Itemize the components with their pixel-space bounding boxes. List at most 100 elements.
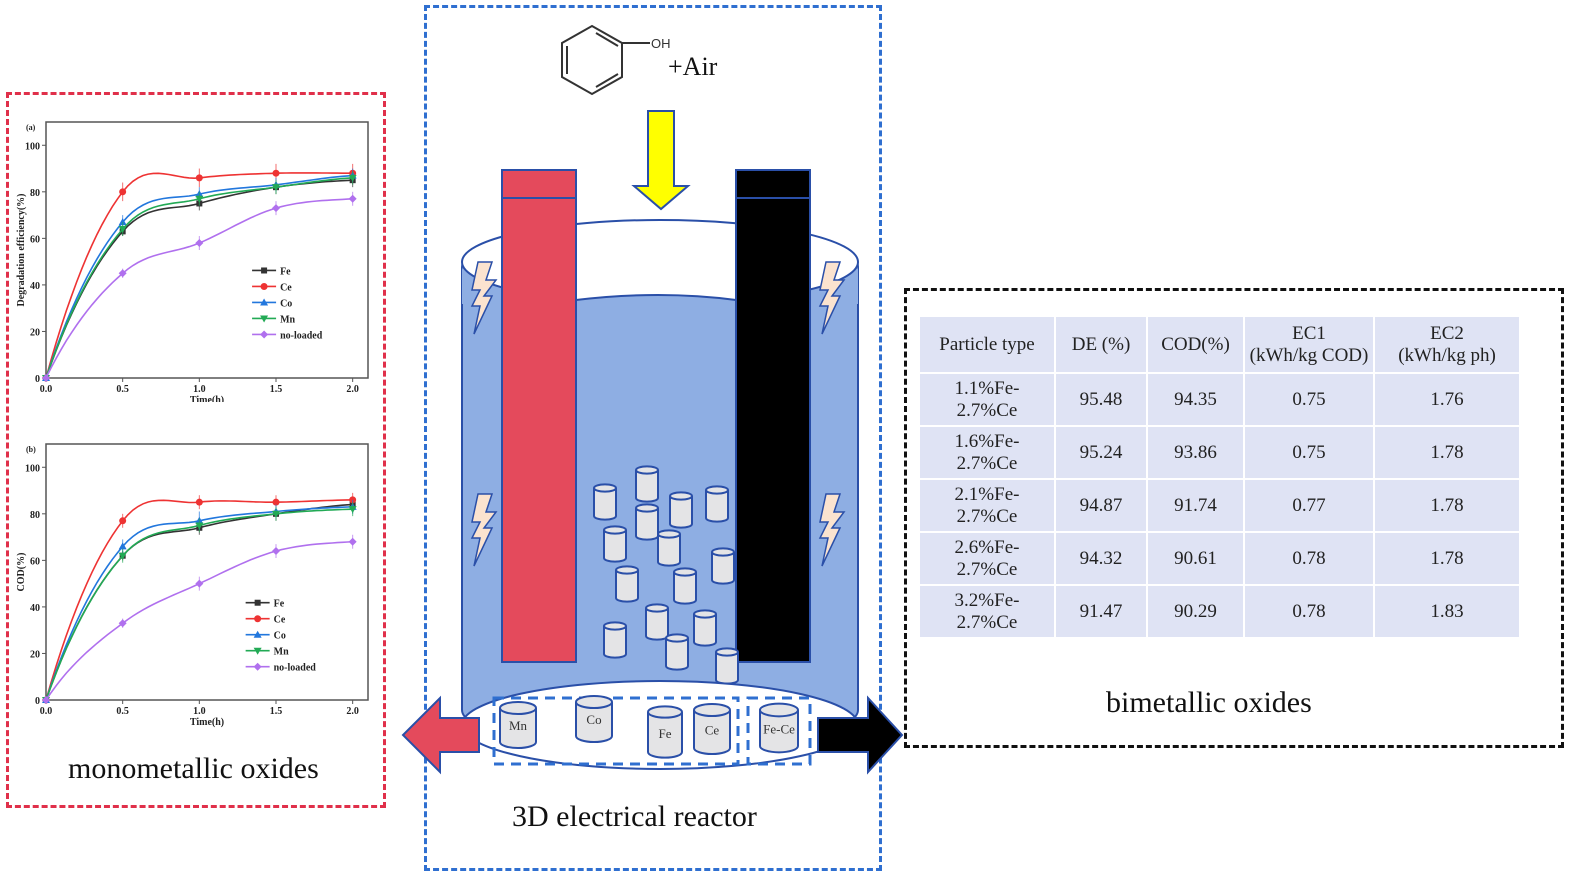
plot-frame <box>45 121 369 379</box>
legend-marker <box>260 330 269 339</box>
value-cell: 91.74 <box>1148 480 1243 531</box>
monometallic-group <box>492 696 740 766</box>
data-point-no-loaded <box>118 619 127 628</box>
legend-label: Mn <box>280 314 295 325</box>
particle-type-cell: 1.1%Fe-2.7%Ce <box>920 374 1054 425</box>
x-tick-label: 0.0 <box>40 384 53 395</box>
value-cell: 93.86 <box>1148 427 1243 478</box>
y-tick-label: 80 <box>30 188 40 199</box>
data-point-Mn <box>272 510 280 518</box>
legend-label: no-loaded <box>280 330 323 341</box>
particle-icon <box>673 567 697 605</box>
particle-icon <box>657 529 681 567</box>
legend-marker <box>260 298 269 306</box>
data-point-Ce <box>272 169 280 177</box>
y-axis-label: Degradation efficiency(%) <box>16 193 27 306</box>
particle-icon <box>669 491 693 529</box>
data-point-Mn <box>272 184 280 192</box>
header-text: DE (%) <box>1071 333 1131 355</box>
value-cell: 95.48 <box>1056 374 1146 425</box>
legend-label: Ce <box>274 615 286 626</box>
x-tick-label: 0.5 <box>116 384 128 395</box>
x-axis-label: Time(h) <box>190 717 224 728</box>
value-cell: 94.32 <box>1056 533 1146 584</box>
bimetallic-caption: bimetallic oxides <box>1106 686 1312 719</box>
particle-mn-icon: Mn <box>499 701 537 749</box>
data-point-Ce <box>272 498 280 506</box>
y-tick-label: 60 <box>30 556 40 567</box>
legend-label: Co <box>274 631 286 642</box>
value-cell: 0.75 <box>1245 374 1373 425</box>
y-tick-label: 60 <box>30 234 40 245</box>
phenol-molecule-icon <box>561 24 650 96</box>
particle-type-cell: 2.6%Fe-2.7%Ce <box>920 533 1054 584</box>
legend-label: Mn <box>274 647 289 658</box>
right-output-arrow-icon <box>817 695 904 775</box>
particle-icon <box>645 603 669 641</box>
data-point-Mn <box>118 226 127 234</box>
x-tick-label: 2.0 <box>346 384 359 395</box>
particle-type-cell: 2.1%Fe-2.7%Ce <box>920 480 1054 531</box>
phenol-oh-label: OH <box>651 36 671 51</box>
legend-marker <box>260 315 269 323</box>
data-point-Ce <box>195 174 203 182</box>
y-tick-label: 20 <box>30 327 40 338</box>
data-point-Mn <box>348 174 357 182</box>
particle-fe-ce-icon: Fe-Ce <box>759 702 799 754</box>
particle-electrodes <box>593 465 739 685</box>
bimetallic-group <box>746 696 812 766</box>
panel-label: (a) <box>26 123 36 132</box>
value-cell: 0.75 <box>1245 427 1373 478</box>
legend-marker <box>260 282 268 290</box>
legend-marker <box>254 615 262 623</box>
particle-ce-icon: Ce <box>693 703 731 755</box>
data-point-no-loaded <box>348 537 357 546</box>
legend-marker <box>253 647 262 655</box>
value-cell: 90.61 <box>1148 533 1243 584</box>
legend-label: Ce <box>280 282 292 293</box>
anode-electrode <box>501 169 577 663</box>
x-tick-label: 0.5 <box>116 706 128 717</box>
left-output-arrow-icon <box>401 695 480 775</box>
particle-fe-icon: Fe <box>647 705 683 759</box>
header-text: COD(%) <box>1161 333 1230 355</box>
y-tick-label: 40 <box>30 281 40 292</box>
legend-label: no-loaded <box>274 663 317 674</box>
legend-label: Co <box>280 298 292 309</box>
x-tick-label: 2.0 <box>346 706 359 717</box>
value-cell: 0.78 <box>1245 586 1373 637</box>
value-cell: 95.24 <box>1056 427 1146 478</box>
particle-icon <box>615 565 639 603</box>
particle-icon <box>603 525 627 563</box>
header-text: (kWh/kg COD) <box>1249 344 1369 366</box>
table-header: Particle type <box>920 317 1054 372</box>
y-tick-label: 20 <box>30 649 40 660</box>
data-point-Ce <box>119 188 127 196</box>
legend-marker <box>261 267 268 274</box>
legend-label: Fe <box>280 266 291 277</box>
x-tick-label: 1.5 <box>270 384 283 395</box>
air-label: +Air <box>668 52 718 81</box>
data-point-Co <box>118 542 127 550</box>
x-tick-label: 0.0 <box>40 706 53 717</box>
y-tick-label: 40 <box>30 603 40 614</box>
x-tick-label: 1.5 <box>270 706 283 717</box>
plot-frame <box>45 443 369 701</box>
monometallic-caption: monometallic oxides <box>68 752 319 785</box>
data-point-no-loaded <box>195 239 204 248</box>
particle-label: Fe <box>659 726 672 741</box>
particle-icon <box>693 609 717 647</box>
y-tick-label: 80 <box>30 510 40 521</box>
y-tick-label: 0 <box>35 374 40 385</box>
particle-label: Fe-Ce <box>763 721 795 736</box>
panel-label: (b) <box>26 445 36 454</box>
y-tick-label: 0 <box>35 696 40 707</box>
y-tick-label: 100 <box>25 463 40 474</box>
value-cell: 94.87 <box>1056 480 1146 531</box>
monometallic-panel <box>6 92 386 808</box>
